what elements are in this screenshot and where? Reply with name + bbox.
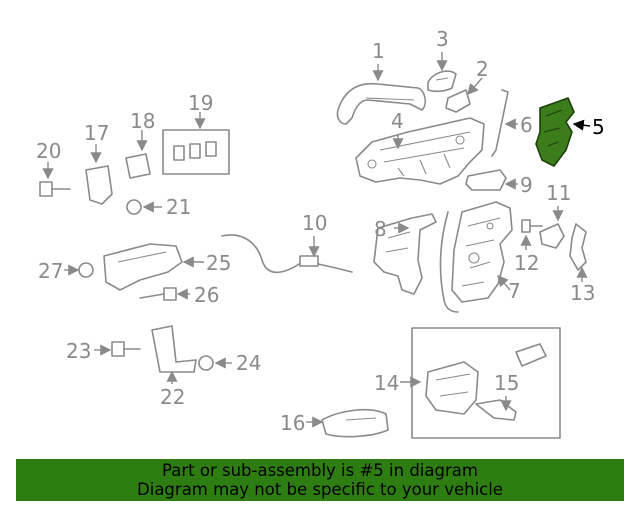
callout-19: 19: [188, 91, 213, 115]
callout-13: 13: [570, 281, 595, 305]
part-27-nut[interactable]: [78, 262, 94, 278]
part-21-nut[interactable]: [126, 199, 142, 215]
callout-11: 11: [546, 181, 571, 205]
part-16-key-fob[interactable]: [321, 408, 389, 438]
callout-6: 6: [520, 113, 533, 137]
part-2-bracket[interactable]: [445, 89, 471, 113]
callout-1: 1: [372, 39, 385, 63]
callout-3: 3: [436, 27, 449, 51]
part-6-rod[interactable]: [491, 89, 509, 157]
part-22-bracket[interactable]: [151, 325, 197, 373]
callout-12: 12: [514, 251, 539, 275]
banner-line-1: Part or sub-assembly is #5 in diagram: [162, 461, 478, 480]
callout-14: 14: [374, 371, 399, 395]
part-9-clip[interactable]: [465, 169, 507, 191]
callout-labels: 1 2 3 4 5 6 7 8 9 10 11 12 13 14 15 16 1…: [36, 27, 605, 435]
banner-line-2: Diagram may not be specific to your vehi…: [137, 480, 503, 499]
callout-26: 26: [194, 283, 219, 307]
part-10-cable[interactable]: [221, 234, 353, 274]
part-1-outer-handle[interactable]: [336, 82, 427, 125]
part-7-latch[interactable]: [439, 201, 513, 313]
callout-7: 7: [508, 279, 521, 303]
part-4-handle-frame[interactable]: [355, 117, 485, 185]
part-26-bolt[interactable]: [139, 287, 177, 301]
part-25-housing[interactable]: [103, 243, 183, 291]
part-11-striker[interactable]: [539, 223, 565, 249]
callout-22: 22: [160, 385, 185, 409]
part-23-bolt[interactable]: [111, 341, 141, 357]
callout-15: 15: [494, 371, 519, 395]
callout-10: 10: [302, 211, 327, 235]
part-17-bracket[interactable]: [85, 165, 113, 205]
part-3-handle-cap[interactable]: [427, 70, 457, 93]
part-8-bracket[interactable]: [373, 213, 437, 295]
info-banner: Part or sub-assembly is #5 in diagram Di…: [16, 459, 624, 501]
part-18-clip[interactable]: [125, 153, 151, 179]
callout-5: 5: [592, 115, 605, 139]
callout-25: 25: [206, 251, 231, 275]
parts-diagram: 1 2 3 4 5 6 7 8 9 10 11 12 13 14 15 16 1…: [36, 27, 605, 439]
part-12-bolt[interactable]: [521, 219, 543, 233]
callout-27: 27: [38, 259, 63, 283]
part-19-kit-box[interactable]: [162, 129, 230, 175]
callout-2: 2: [476, 57, 489, 81]
callout-9: 9: [520, 173, 533, 197]
callout-17: 17: [84, 121, 109, 145]
part-13-bracket[interactable]: [569, 223, 587, 271]
callout-8: 8: [374, 217, 387, 241]
callout-18: 18: [130, 109, 155, 133]
part-24-nut[interactable]: [198, 355, 214, 371]
callout-4: 4: [391, 109, 404, 133]
part-5-highlighted[interactable]: [535, 97, 575, 167]
callout-24: 24: [236, 351, 261, 375]
part-20-bolt[interactable]: [39, 181, 71, 197]
callout-16: 16: [280, 411, 305, 435]
callout-20: 20: [36, 139, 61, 163]
part-14-kit-box[interactable]: [411, 327, 561, 439]
callout-21: 21: [166, 195, 191, 219]
callout-23: 23: [66, 339, 91, 363]
leader-lines: [42, 52, 591, 428]
